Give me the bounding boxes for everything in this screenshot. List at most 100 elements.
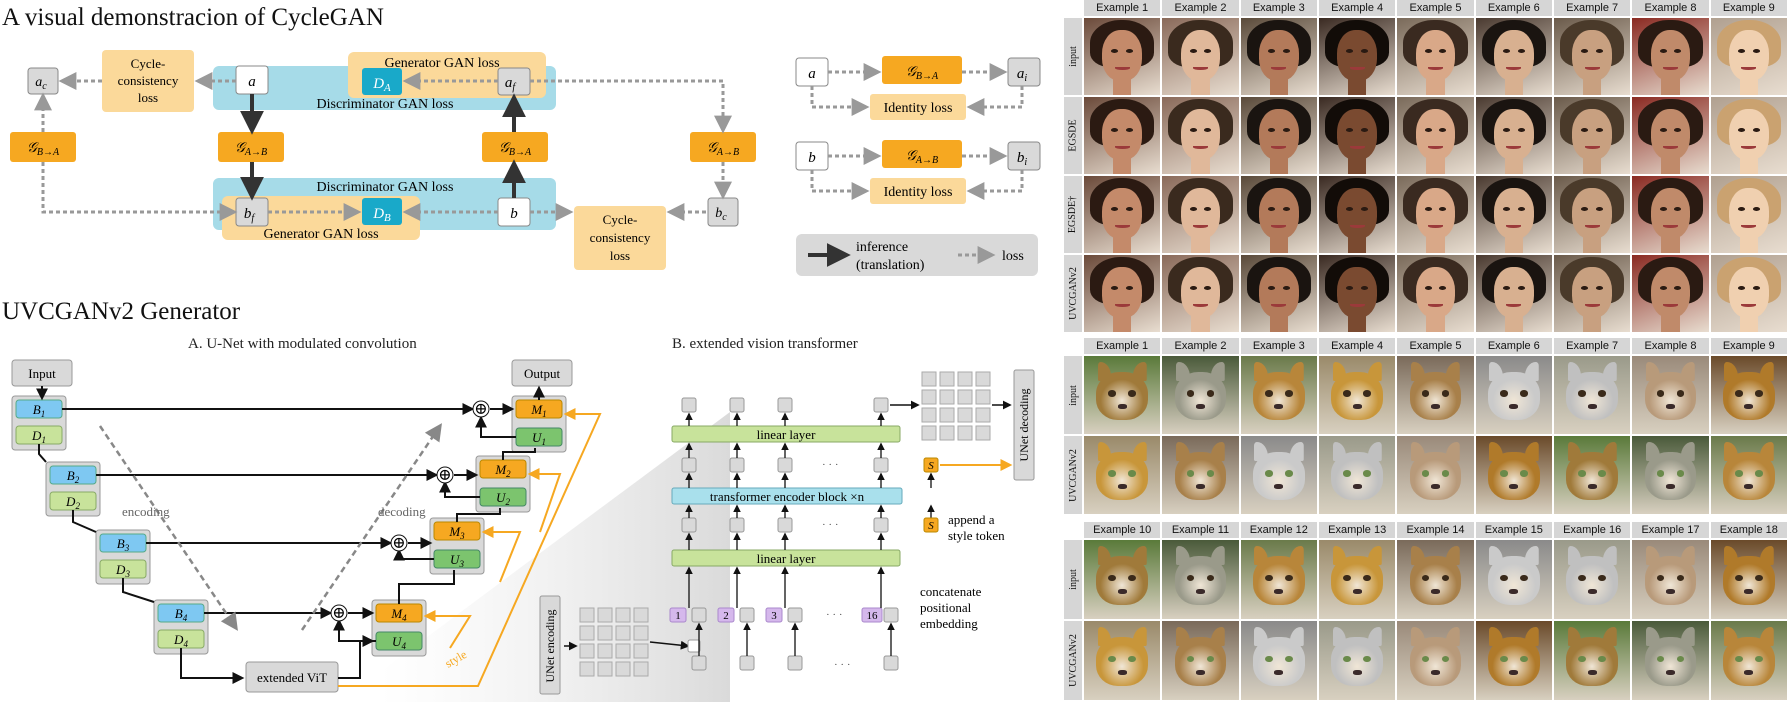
svg-text:D1: D1 bbox=[31, 428, 46, 445]
column-header: Example 10 bbox=[1084, 522, 1161, 538]
unet-encoding-label: UNet encoding bbox=[543, 610, 557, 683]
svg-text:U4: U4 bbox=[392, 634, 406, 651]
photo-thumbnail bbox=[1084, 97, 1161, 174]
generator-diagram: Input Output B1 D1 B2 D2 B3 D3 B4 D4 M1 … bbox=[11, 359, 1035, 702]
svg-text:U2: U2 bbox=[496, 490, 510, 507]
photo-thumbnail bbox=[1554, 97, 1631, 174]
photo-thumbnail bbox=[1475, 176, 1552, 253]
photo-thumbnail bbox=[1710, 255, 1787, 332]
photo-thumbnail bbox=[1319, 540, 1396, 619]
svg-text:⊕: ⊕ bbox=[438, 467, 451, 484]
photo-thumbnail bbox=[1554, 176, 1631, 253]
photo-thumbnail bbox=[1162, 97, 1239, 174]
cycle-loss-bottom-box bbox=[574, 206, 666, 270]
disc-a-node bbox=[362, 68, 402, 95]
svg-text:3: 3 bbox=[771, 610, 777, 622]
linear-layer-top-label: linear layer bbox=[757, 427, 816, 442]
row-label: UVCGANv2 bbox=[1064, 621, 1082, 700]
column-header: Example 9 bbox=[1710, 338, 1787, 354]
photo-thumbnail bbox=[1397, 540, 1474, 619]
vit-arrows bbox=[685, 412, 935, 656]
photo-thumbnail bbox=[1554, 540, 1631, 619]
token-grid-in bbox=[579, 607, 649, 677]
disc-loss-top-label: Discriminator GAN loss bbox=[317, 97, 454, 112]
photo-thumbnail bbox=[1319, 176, 1396, 253]
extended-vit-label: extended ViT bbox=[257, 670, 327, 685]
style-token-bottom-label: S bbox=[928, 520, 934, 532]
encoding-label: encoding bbox=[122, 504, 170, 519]
node-b-label: b bbox=[510, 206, 518, 222]
column-header: Example 6 bbox=[1475, 0, 1552, 16]
decoder-blocks: M1 U1 M2 U2 M3 U3 M4 U4 bbox=[371, 395, 567, 657]
photo-thumbnail bbox=[1240, 621, 1317, 700]
column-header: Example 17 bbox=[1632, 522, 1709, 538]
disc-a-label: DA bbox=[372, 76, 391, 94]
photo-thumbnail bbox=[1397, 18, 1474, 95]
svg-text:inference: inference bbox=[856, 240, 908, 255]
pos-labels: 1 2 3 16 bbox=[675, 610, 878, 622]
column-header: Example 5 bbox=[1397, 0, 1474, 16]
column-header: Example 2 bbox=[1162, 0, 1239, 16]
column-header: Example 12 bbox=[1240, 522, 1317, 538]
column-header: Example 5 bbox=[1397, 338, 1474, 354]
column-header: Example 7 bbox=[1554, 0, 1631, 16]
unet-title: A. U-Net with modulated convolution bbox=[188, 336, 417, 352]
photo-thumbnail bbox=[1632, 540, 1709, 619]
photo-thumbnail bbox=[1397, 621, 1474, 700]
cycle-loss-top-l1: Cycle- bbox=[131, 56, 166, 71]
node-ac-label: ac bbox=[35, 75, 47, 92]
unet-decoding-box bbox=[1013, 369, 1035, 481]
photo-thumbnail bbox=[1240, 255, 1317, 332]
column-header: Example 8 bbox=[1632, 0, 1709, 16]
style-token-top bbox=[923, 457, 939, 473]
encoding-arrow bbox=[98, 425, 238, 631]
photo-thumbnail bbox=[1240, 356, 1317, 434]
gen-b-to-a-mid bbox=[482, 132, 548, 162]
svg-text:2: 2 bbox=[723, 610, 729, 622]
photo-thumbnail bbox=[1240, 97, 1317, 174]
photo-thumbnail bbox=[1554, 621, 1631, 700]
svg-text:U3: U3 bbox=[450, 552, 464, 569]
gen-loss-bottom-label: Generator GAN loss bbox=[263, 227, 378, 242]
photo-thumbnail bbox=[1475, 356, 1552, 434]
svg-text:16: 16 bbox=[867, 610, 879, 622]
svg-text:bi: bi bbox=[1017, 150, 1028, 168]
column-header: Example 3 bbox=[1240, 338, 1317, 354]
photo-thumbnail bbox=[1554, 436, 1631, 514]
column-header: Example 1 bbox=[1084, 338, 1161, 354]
photo-thumbnail bbox=[1084, 255, 1161, 332]
photo-thumbnail bbox=[1475, 436, 1552, 514]
cycle-loss-top-box bbox=[102, 50, 194, 112]
photo-thumbnail bbox=[1475, 621, 1552, 700]
photo-thumbnail bbox=[1319, 18, 1396, 95]
svg-text:B1: B1 bbox=[33, 402, 45, 419]
photo-thumbnail bbox=[1554, 255, 1631, 332]
svg-text:· · ·: · · · bbox=[822, 459, 839, 471]
decoding-arrow bbox=[300, 423, 442, 631]
svg-text:· · ·: · · · bbox=[826, 609, 843, 621]
svg-text:⊕: ⊕ bbox=[392, 535, 405, 552]
photo-thumbnail bbox=[1162, 176, 1239, 253]
style-token-bottom bbox=[923, 517, 939, 533]
svg-text:M2: M2 bbox=[494, 462, 511, 479]
photo-thumbnail bbox=[1084, 621, 1161, 700]
photo-thumbnail bbox=[1710, 18, 1787, 95]
svg-text:⊕: ⊕ bbox=[474, 401, 487, 418]
svg-text:(translation): (translation) bbox=[856, 258, 925, 273]
column-header: Example 1 bbox=[1084, 0, 1161, 16]
photo-thumbnail bbox=[1319, 356, 1396, 434]
column-header: Example 7 bbox=[1554, 338, 1631, 354]
photo-thumbnail bbox=[1397, 436, 1474, 514]
ellipses: · · · · · · · · · · · · bbox=[822, 459, 851, 671]
svg-text:Identity loss: Identity loss bbox=[884, 185, 953, 200]
column-header: Example 11 bbox=[1162, 522, 1239, 538]
style-lines bbox=[338, 408, 602, 687]
row-label: input bbox=[1064, 356, 1082, 434]
column-header: Example 14 bbox=[1397, 522, 1474, 538]
photo-thumbnail bbox=[1084, 540, 1161, 619]
column-header: Example 4 bbox=[1319, 338, 1396, 354]
svg-text:M4: M4 bbox=[390, 606, 407, 623]
cycle-loss-top-l2: consistency bbox=[118, 73, 179, 88]
